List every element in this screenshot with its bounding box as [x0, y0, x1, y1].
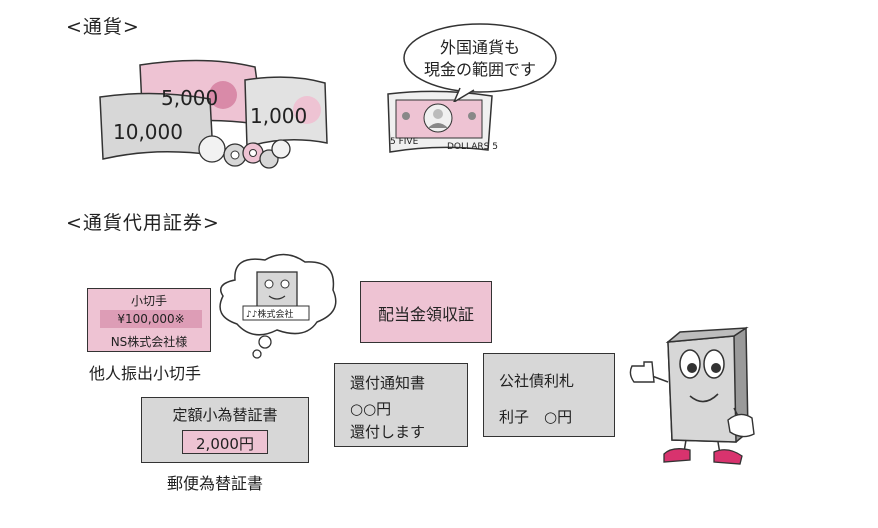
money-order-amount: 2,000円 [196, 435, 254, 453]
mini-character-sign [242, 305, 310, 321]
bond-coupon-title: 公社債利札 [499, 372, 575, 390]
check-caption: 他人振出小切手 [89, 364, 202, 383]
mascot-arm-left [651, 375, 669, 383]
mini-character-sign-text: ♪♪株式会社 [246, 310, 294, 320]
mascot-shoe-right [713, 449, 743, 465]
check-payee: NS株式会社様 [110, 335, 188, 349]
portrait-head [433, 109, 443, 119]
refund-notice-title: 還付通知書 [350, 374, 426, 392]
speech-bubble-outline [403, 23, 557, 93]
banknote-1000-value: 1,000 [250, 104, 308, 128]
refund-notice-card [334, 363, 468, 447]
check-amount-box [100, 310, 202, 328]
mascot-hand-left [629, 361, 655, 383]
mascot-body-top [665, 327, 749, 343]
mascot-pupil-right [711, 363, 721, 373]
mascot-pupil-left [687, 363, 697, 373]
bond-coupon-interest: 利子 ○円 [499, 408, 573, 426]
money-order-title: 定額小為替証書 [172, 406, 278, 424]
portrait-5000 [209, 81, 237, 109]
dollar-seal-left [402, 112, 410, 120]
speech-bubble-line2: 現金の範囲です [423, 60, 536, 79]
coin-hole [230, 150, 240, 160]
mini-character-eye [280, 279, 290, 289]
us-dollar-bill-illustration [387, 90, 493, 153]
mini-character-eye [264, 279, 274, 289]
banknote-1000 [244, 76, 328, 149]
coin [271, 139, 291, 159]
thought-bubble [219, 253, 337, 359]
refund-notice-message: 還付します [350, 423, 426, 441]
thought-dot [252, 349, 262, 359]
speech-bubble-line1: 外国通貨も [439, 38, 520, 57]
mini-character-body [256, 271, 298, 313]
bond-coupon-card [483, 353, 615, 437]
mini-character-mouth [268, 295, 286, 300]
heading-currency: <通貨> [66, 16, 140, 38]
portrait-shoulders [428, 123, 448, 128]
check-title: 小切手 [130, 294, 167, 308]
portrait-1000 [293, 96, 321, 124]
dividend-receipt-card [360, 281, 492, 343]
mascot-mouth [689, 393, 719, 403]
thought-dot [258, 335, 272, 349]
mascot-shoe-left [663, 448, 691, 463]
dividend-receipt-title: 配当金領収証 [377, 305, 474, 324]
building-mascot [629, 326, 755, 465]
check-amount: ¥100,000※ [117, 312, 185, 326]
coin [198, 135, 226, 163]
mascot-body-front [667, 335, 737, 443]
banknote-5000-value: 5,000 [161, 86, 219, 110]
speech-bubble-tail [453, 87, 475, 102]
dollar-label-right: DOLLARS 5 [447, 142, 498, 152]
speech-bubble [403, 23, 557, 102]
dollar-seal-right [468, 112, 476, 120]
refund-notice-amount: ○○円 [350, 400, 392, 418]
dollar-label-left: 5 FIVE [390, 137, 419, 147]
money-order-amount-box [182, 430, 268, 454]
coin-hole [249, 149, 257, 157]
heading-substitute-securities: <通貨代用証券> [66, 212, 220, 234]
banknote-10000-value: 10,000 [113, 120, 183, 144]
money-order-caption: 郵便為替証書 [167, 474, 264, 493]
mascot-hand-right [727, 413, 755, 438]
yen-banknotes-coins-illustration [99, 59, 328, 169]
